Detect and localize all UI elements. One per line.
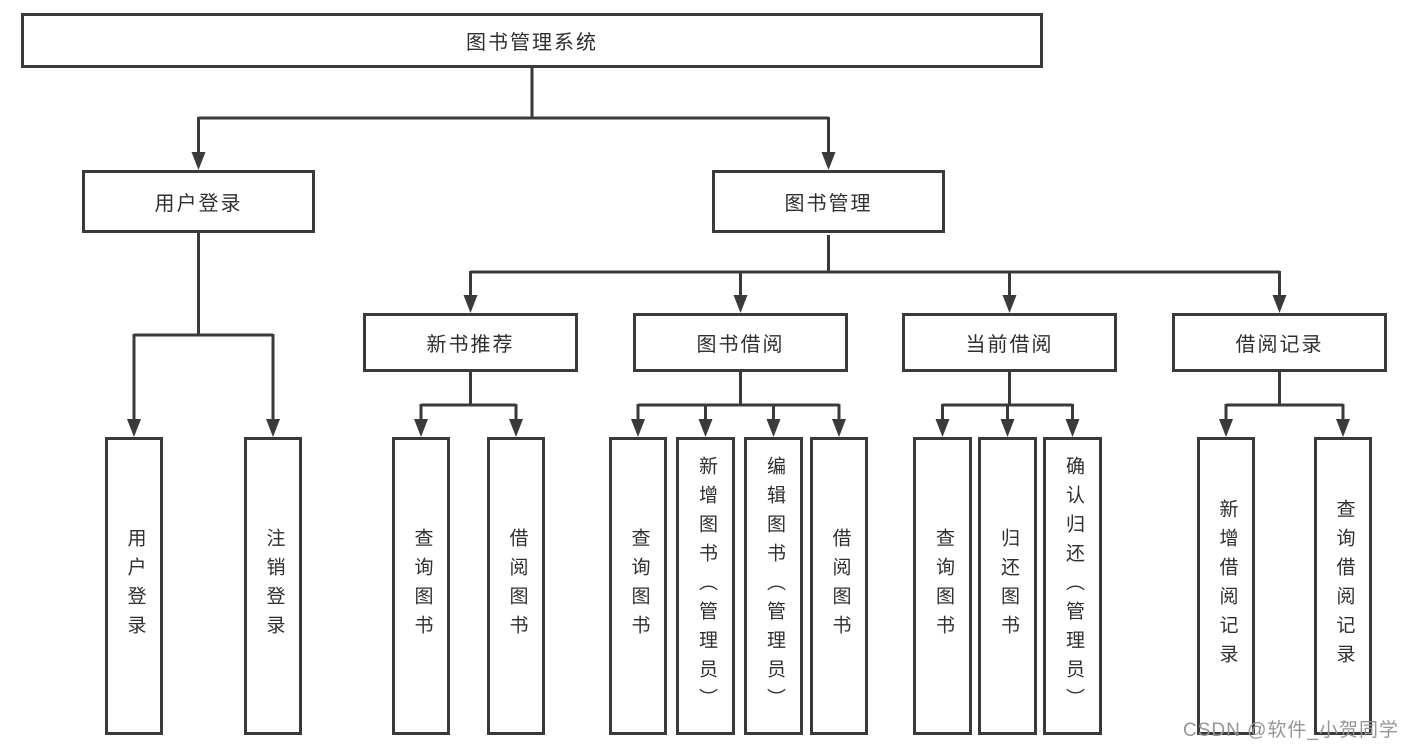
node-label: 查询借阅记录 — [1333, 499, 1355, 673]
node-label: 借阅记录 — [1235, 334, 1324, 356]
node-label: 借阅图书 — [829, 528, 851, 644]
node-label: 图书管理 — [784, 193, 873, 215]
node-label: 新书推荐 — [426, 334, 515, 356]
node-book-management: 图书管理 — [712, 170, 945, 233]
node-library-management-system: 图书管理系统 — [21, 13, 1043, 68]
node-label: 归还图书 — [997, 528, 1019, 644]
node-label: 当前借阅 — [965, 334, 1054, 356]
node-label: 注销登录 — [263, 528, 285, 644]
leaf-recommend-borrow-books: 借阅图书 — [487, 437, 545, 735]
node-borrowing-records: 借阅记录 — [1172, 313, 1387, 372]
node-label: 查询图书 — [628, 528, 650, 644]
watermark: CSDN @软件_小贺同学 — [1183, 720, 1399, 741]
leaf-logout: 注销登录 — [244, 437, 302, 735]
leaf-recommend-query-books: 查询图书 — [392, 437, 450, 735]
node-label: 查询图书 — [411, 528, 433, 644]
leaf-borrowing-add-books-admin: 新增图书（管理员） — [676, 437, 735, 735]
node-label: 借阅图书 — [506, 528, 528, 644]
node-label: 确认归还（管理员） — [1062, 455, 1084, 717]
node-current-borrowing: 当前借阅 — [902, 313, 1117, 372]
node-label: 编辑图书（管理员） — [763, 455, 785, 717]
leaf-records-add-record: 新增借阅记录 — [1197, 437, 1255, 735]
node-label: 图书借阅 — [696, 334, 785, 356]
node-label: 用户登录 — [124, 528, 146, 644]
leaf-user-login: 用户登录 — [105, 437, 163, 735]
node-new-book-recommend: 新书推荐 — [363, 313, 578, 372]
leaf-current-confirm-return-admin: 确认归还（管理员） — [1043, 437, 1102, 735]
node-user-login: 用户登录 — [82, 170, 315, 233]
node-label: 用户登录 — [154, 193, 243, 215]
leaf-current-return-books: 归还图书 — [978, 437, 1037, 735]
leaf-borrowing-query-books: 查询图书 — [609, 437, 667, 735]
leaf-borrowing-edit-books-admin: 编辑图书（管理员） — [744, 437, 803, 735]
leaf-records-query-record: 查询借阅记录 — [1314, 437, 1372, 735]
node-label: 新增借阅记录 — [1216, 499, 1238, 673]
leaf-borrowing-borrow-books: 借阅图书 — [810, 437, 868, 735]
node-label: 查询图书 — [932, 528, 954, 644]
leaf-current-query-books: 查询图书 — [913, 437, 972, 735]
node-label: 新增图书（管理员） — [695, 455, 717, 717]
node-label: 图书管理系统 — [466, 32, 598, 54]
node-book-borrowing: 图书借阅 — [633, 313, 848, 372]
